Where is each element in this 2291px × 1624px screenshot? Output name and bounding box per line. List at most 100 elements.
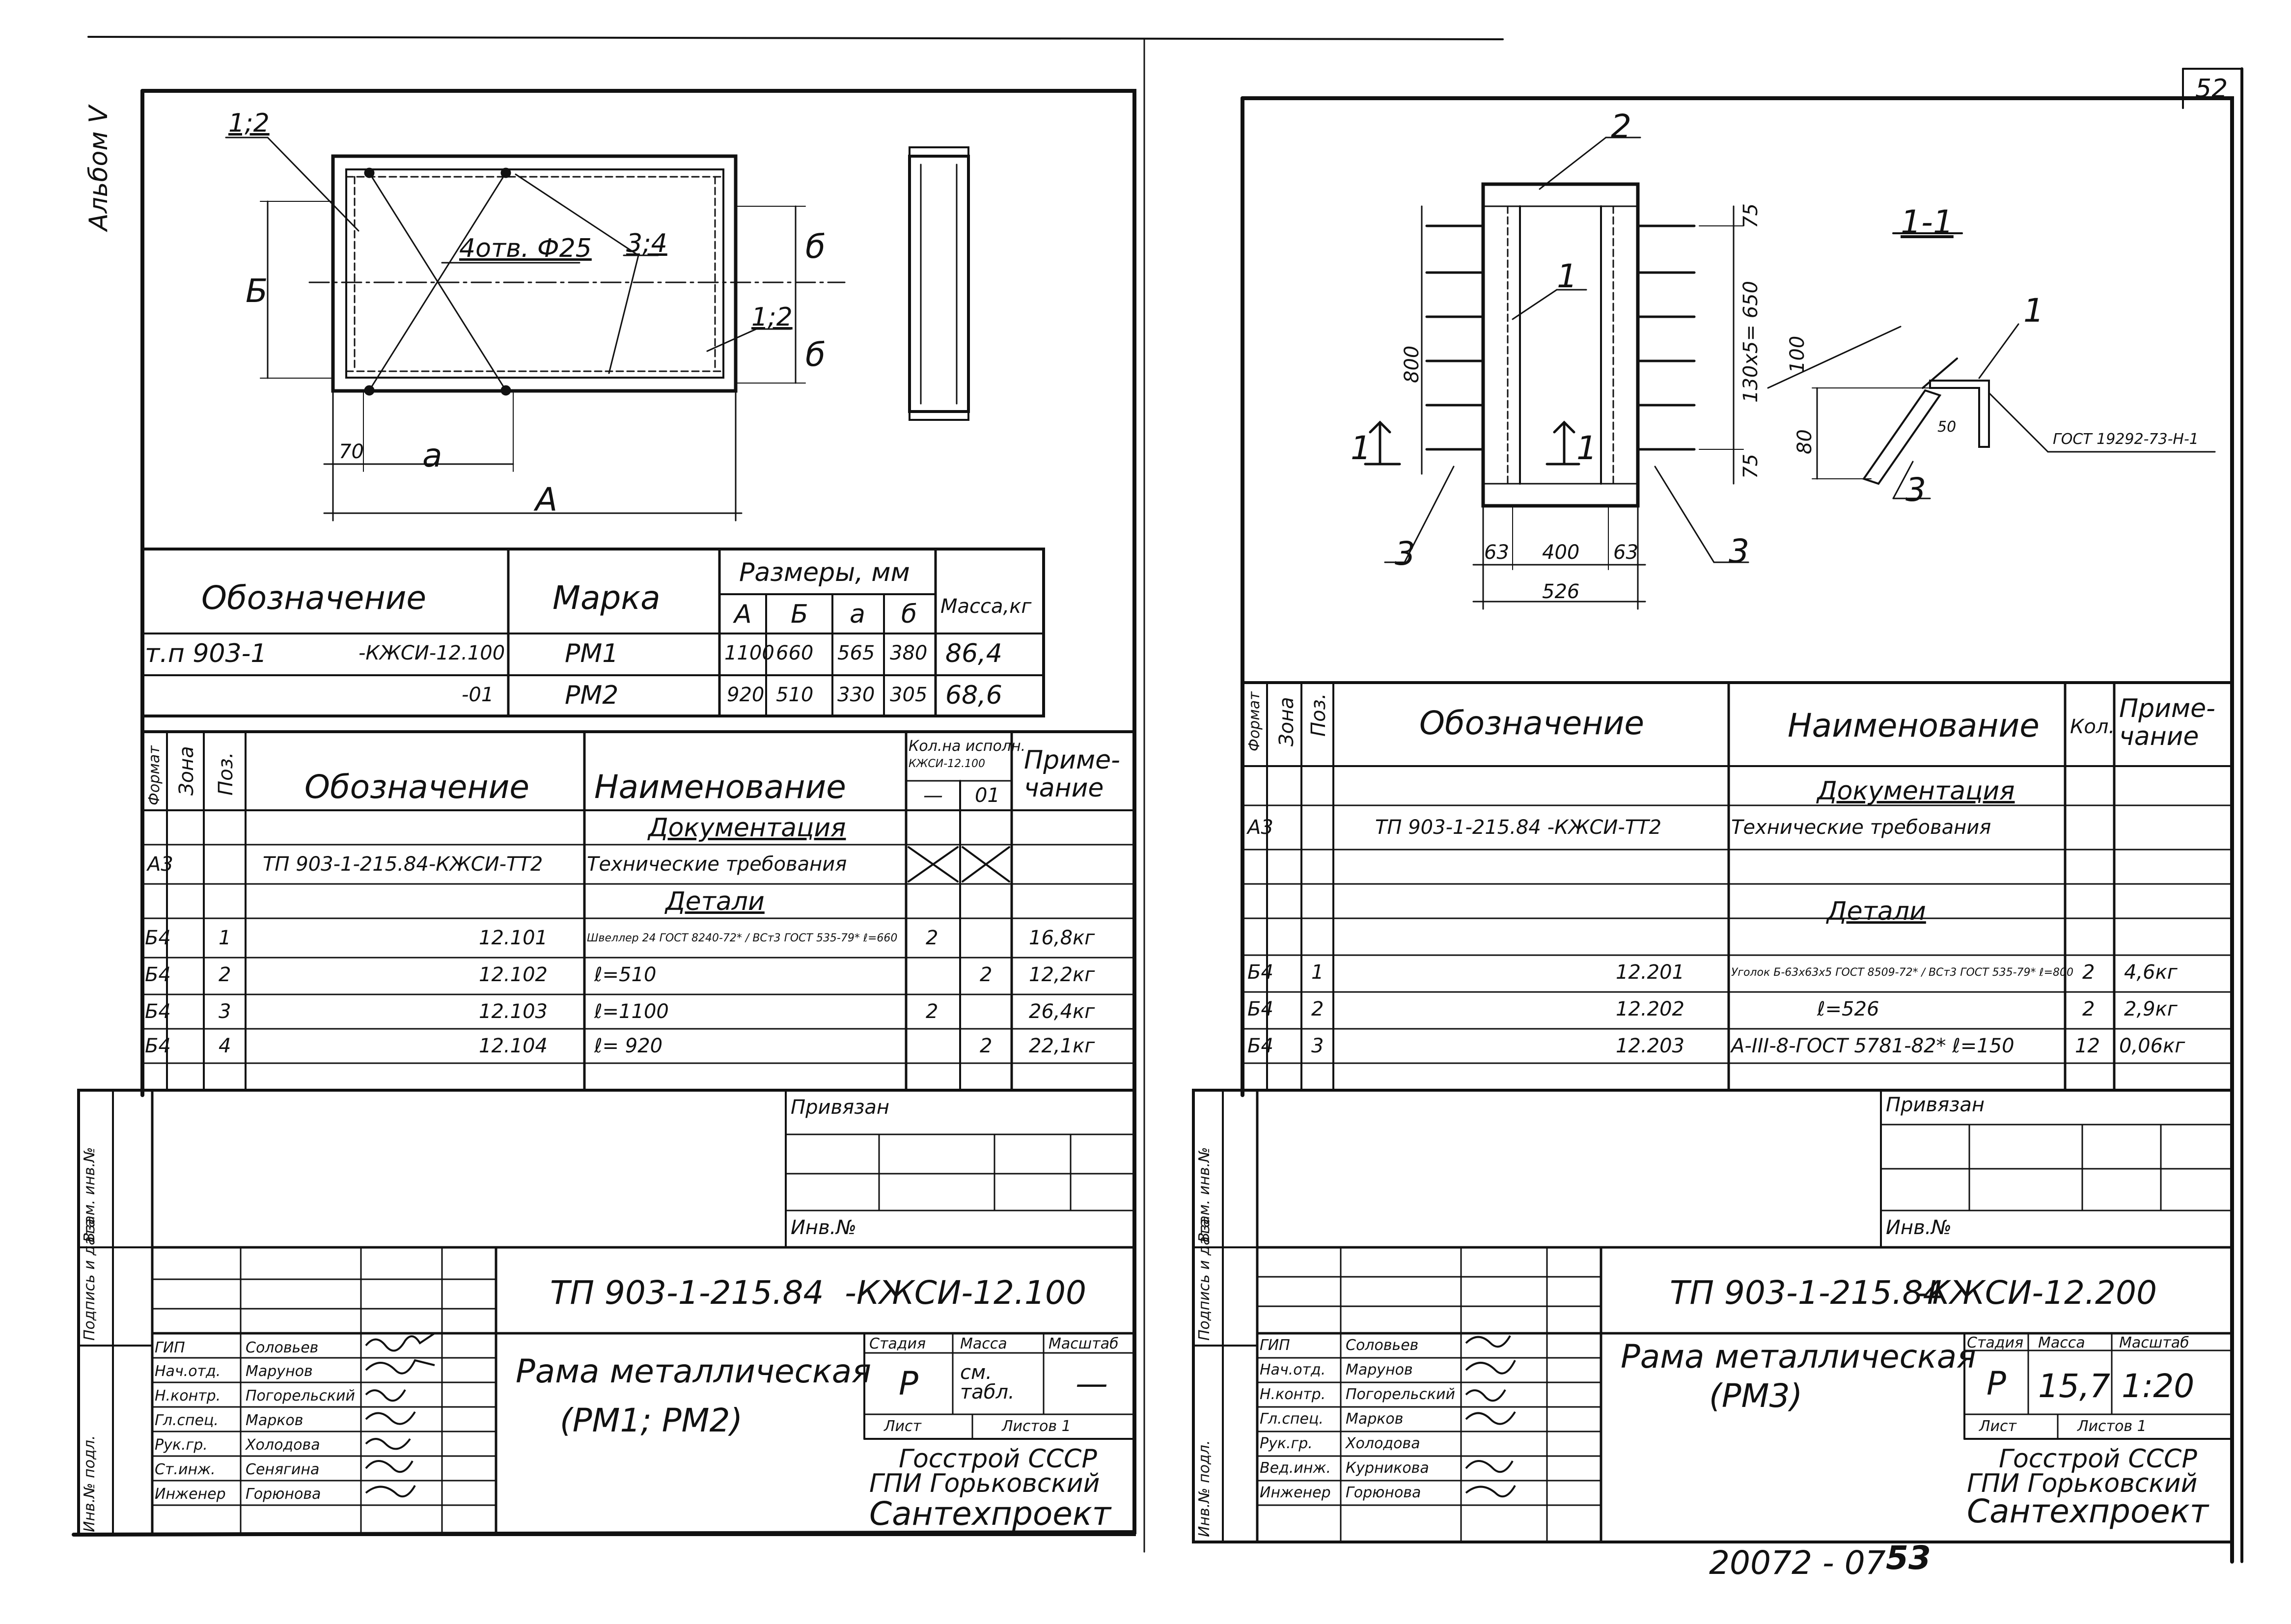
left-spec-doc-name: Технические требования: [587, 853, 847, 876]
left-spec-r3-name: ℓ=1100: [594, 1000, 669, 1023]
right-spec-r3-designation: 12.203: [1616, 1035, 1684, 1057]
right-spec-r2-name: ℓ=526: [1817, 998, 1879, 1020]
right-spec-r1-pos: 1: [1311, 961, 1324, 984]
left-stamp-scale-label: Масштаб: [1049, 1335, 1119, 1352]
left-spec-r2-pos: 2: [219, 963, 231, 986]
left-size-r1-b: 380: [890, 642, 928, 664]
left-spec-r3-designation: 12.103: [479, 1000, 548, 1023]
right-spec-doc-designation: ТП 903-1-215.84 -КЖСИ-ТТ2: [1375, 816, 1662, 839]
left-spec-col-qty-sub: КЖСИ-12.100: [909, 758, 986, 770]
right-section-mark-left: 1: [1351, 429, 1371, 467]
left-size-r2-B: 510: [776, 684, 814, 706]
left-spec-r4-name: ℓ= 920: [594, 1035, 663, 1057]
left-spec-r2-q2: 2: [980, 963, 993, 986]
left-spec-r2-name: ℓ=510: [594, 963, 657, 986]
right-spec-r1-qty: 2: [2082, 961, 2095, 984]
left-size-r2-mass: 68,6: [945, 681, 1002, 710]
right-spec-col-name: Наименование: [1788, 707, 2040, 744]
right-dim-75-bot: 75: [1739, 454, 1762, 479]
right-spec-r3-format: Б4: [1247, 1035, 1273, 1057]
right-person-name-7: Горюнова: [1346, 1484, 1421, 1501]
right-stamp-code-suffix: -КЖСИ-12.200: [1915, 1274, 2157, 1312]
left-stamp-title-2: (РМ1; РМ2): [560, 1402, 743, 1439]
left-size-r1-A: 1100: [724, 642, 774, 664]
left-person-role-3: Н.контр.: [155, 1387, 221, 1404]
left-person-name-6: Сенягина: [246, 1461, 320, 1478]
left-size-r2-mark: РМ2: [565, 681, 619, 710]
right-stamp-org-2: ГПИ Горьковский: [1967, 1469, 2198, 1498]
left-size-header-mass: Масса,кг: [940, 595, 1032, 618]
left-size-header-designation: Обозначение: [201, 579, 426, 617]
right-spec-doc-format: А3: [1247, 816, 1273, 839]
left-spec-r1-format: Б4: [145, 927, 171, 949]
right-stamp-title-2: (РМ3): [1709, 1377, 1803, 1415]
left-spec-r2-note: 12,2кг: [1029, 963, 1095, 986]
left-spec-r2-format: Б4: [145, 963, 171, 986]
right-spec-r2-pos: 2: [1311, 998, 1324, 1020]
left-stamp-code-suffix: -КЖСИ-12.100: [845, 1274, 1086, 1312]
left-stamp-side-3: Взам. инв.№: [81, 1147, 98, 1242]
right-spec-r2-qty: 2: [2082, 998, 2095, 1020]
left-spec-doc-format: А3: [147, 853, 173, 876]
left-spec-r4-designation: 12.104: [479, 1035, 548, 1057]
left-spec-col-qty-a: —: [923, 784, 943, 807]
left-spec-r1-name: Швеллер 24 ГОСТ 8240-72* / ВСт3 ГОСТ 535…: [587, 932, 898, 944]
left-spec-r1-designation: 12.101: [479, 927, 548, 949]
left-size-r2-suffix: -01: [462, 684, 494, 706]
right-dim-800: 800: [1401, 345, 1423, 383]
left-size-header-b: б: [901, 600, 917, 629]
right-sec-50: 50: [1937, 418, 1957, 436]
right-person-role-7: Инженер: [1260, 1484, 1331, 1501]
left-size-header-a: а: [850, 600, 865, 629]
right-section-title: 1-1: [1901, 203, 1954, 241]
right-stamp-org-3: Сантехпроект: [1967, 1492, 2209, 1530]
left-stamp-sheet-label: Лист: [884, 1418, 922, 1435]
left-spec-section-parts: Детали: [665, 887, 765, 916]
left-label-pos-mid: 1;2: [751, 303, 793, 332]
right-spec-col-format: Формат: [1246, 691, 1263, 751]
right-person-role-3: Н.контр.: [1260, 1386, 1326, 1403]
left-stamp-code: ТП 903-1-215.84: [550, 1274, 824, 1312]
left-size-r2-A: 920: [727, 684, 765, 706]
left-size-r1-mass: 86,4: [945, 639, 1002, 668]
right-person-name-1: Соловьев: [1346, 1337, 1419, 1354]
left-size-header-B: Б: [791, 600, 808, 629]
left-spec-r3-format: Б4: [145, 1000, 171, 1023]
left-size-r1-mark: РМ1: [565, 639, 619, 668]
right-spec-r3-note: 0,06кг: [2119, 1035, 2185, 1057]
right-stamp-sheet-label: Лист: [1979, 1418, 2017, 1435]
right-label-3a: 3: [1395, 535, 1415, 573]
right-person-name-5: Холодова: [1346, 1435, 1420, 1452]
right-person-role-4: Гл.спец.: [1260, 1410, 1324, 1428]
left-size-header-mark: Марка: [552, 579, 661, 617]
right-spec-r1-designation: 12.201: [1616, 961, 1684, 984]
left-person-name-4: Марков: [246, 1412, 304, 1429]
right-stamp-side-3: Взам. инв.№: [1196, 1147, 1213, 1242]
right-dim-75-top: 75: [1739, 203, 1762, 228]
right-spec-section-docs: Документация: [1817, 776, 2015, 806]
left-spec-col-zone: Зона: [175, 746, 198, 796]
left-person-role-7: Инженер: [155, 1486, 226, 1503]
left-spec-r3-pos: 3: [219, 1000, 231, 1023]
left-label-holes: 4отв. Ф25: [459, 234, 592, 263]
left-dim-A: А: [535, 481, 558, 519]
left-spec-r1-pos: 1: [219, 927, 231, 949]
left-spec-r2-designation: 12.102: [479, 963, 548, 986]
right-person-name-4: Марков: [1346, 1410, 1404, 1428]
right-spec-r3-name: А-III-8-ГОСТ 5781-82* ℓ=150: [1731, 1035, 2015, 1057]
footer-page: 53: [1886, 1539, 1931, 1577]
left-size-r1-designation: т.п 903-1: [145, 639, 267, 668]
left-dim-b-small-2: б: [805, 336, 826, 374]
left-size-r1-suffix: -КЖСИ-12.100: [359, 642, 505, 664]
left-person-role-6: Ст.инж.: [155, 1461, 216, 1478]
right-label-3b: 3: [1729, 532, 1749, 570]
right-sec-100: 100: [1786, 335, 1809, 373]
right-stamp-inv-no: Инв.№: [1886, 1216, 1952, 1239]
left-dim-b-small: б: [805, 228, 826, 266]
left-stamp-privyazan: Привязан: [791, 1096, 890, 1119]
left-spec-col-qty: Кол.на исполн.: [909, 738, 1026, 755]
left-person-name-7: Горюнова: [246, 1486, 321, 1503]
left-stamp-scale: —: [1076, 1365, 1108, 1403]
left-size-header-A: А: [734, 600, 752, 629]
